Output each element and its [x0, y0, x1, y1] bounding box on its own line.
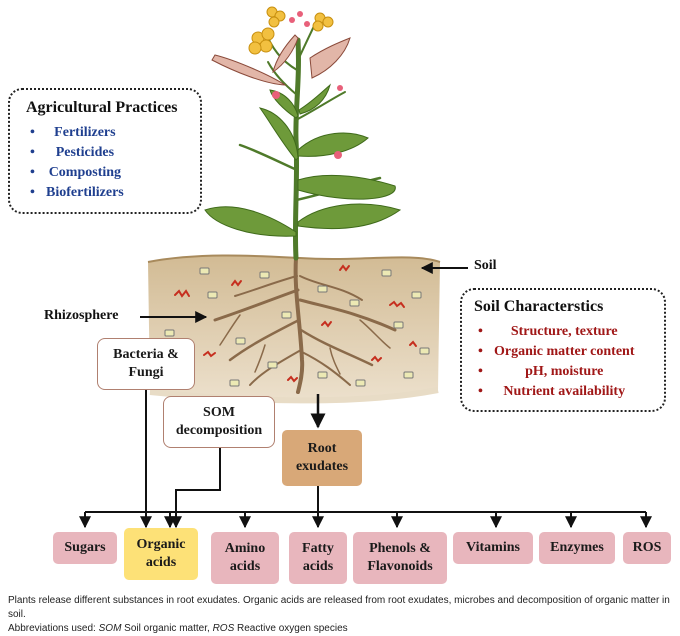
exudate-line-1: Fatty	[302, 541, 334, 556]
bacteria-cells	[164, 267, 430, 387]
exudate-line-1: Organic	[136, 537, 186, 552]
caption-def-ros: Reactive oxygen species	[234, 623, 348, 634]
root-exudates-line-2: exudates	[295, 459, 349, 474]
practice-item: Fertilizers	[26, 123, 124, 143]
bacteria-fungi-line-2: Fungi	[128, 365, 164, 380]
practice-item: Biofertilizers	[26, 183, 124, 203]
soil-characteristic-item: pH, moisture	[474, 362, 634, 382]
exudate-organic-acids: Organic acids	[124, 528, 198, 580]
agricultural-practices-list: Fertilizers Pesticides Composting Biofer…	[26, 123, 124, 203]
som-line-2: decomposition	[175, 423, 263, 438]
figure-caption: Plants release different substances in r…	[8, 594, 672, 636]
soil-label: Soil	[474, 258, 497, 273]
caption-abbr-prefix: Abbreviations used:	[8, 623, 99, 634]
caption-line-2: Abbreviations used: SOM Soil organic mat…	[8, 622, 672, 636]
exudate-amino-acids: Amino acids	[211, 532, 279, 584]
exudate-line-1: Vitamins	[466, 540, 520, 555]
soil-characteristics-list: Structure, texture Organic matter conten…	[474, 322, 634, 402]
soil-characteristic-item: Organic matter content	[474, 342, 634, 362]
rhizosphere-label: Rhizosphere	[44, 308, 119, 323]
bacteria-fungi-box: Bacteria & Fungi	[97, 338, 195, 390]
caption-line-1: Plants release different substances in r…	[8, 595, 670, 620]
exudate-ros: ROS	[623, 532, 671, 564]
caption-def-som: Soil organic matter,	[121, 623, 213, 634]
agricultural-practices-title: Agricultural Practices	[26, 99, 178, 116]
soil-characteristics-panel: Soil Characterstics Structure, texture O…	[460, 288, 666, 412]
exudate-line-2: acids	[229, 559, 261, 574]
practice-item: Pesticides	[26, 143, 124, 163]
caption-abbr-som: SOM	[98, 623, 122, 634]
caption-abbr-ros: ROS	[212, 623, 235, 634]
som-to-organic-acids-line	[170, 448, 221, 529]
agricultural-practices-panel: Agricultural Practices Fertilizers Pesti…	[8, 88, 202, 214]
exudate-line-2: acids	[302, 559, 334, 574]
roots	[213, 256, 397, 394]
exudate-phenols-flavonoids: Phenols & Flavonoids	[353, 532, 447, 584]
exudate-line-1: Sugars	[64, 540, 106, 555]
exudate-fatty-acids: Fatty acids	[289, 532, 347, 584]
root-exudates-box: Root exudates	[282, 430, 362, 486]
microbes	[174, 264, 417, 383]
exudate-sugars: Sugars	[53, 532, 117, 564]
soil-characteristic-item: Structure, texture	[474, 322, 634, 342]
practice-item: Composting	[26, 163, 124, 183]
exudate-enzymes: Enzymes	[539, 532, 615, 564]
exudate-line-1: ROS	[632, 540, 662, 555]
exudate-vitamins: Vitamins	[453, 532, 533, 564]
soil-block	[147, 254, 441, 404]
seed-pods	[211, 34, 351, 86]
flowers	[248, 6, 343, 159]
exudate-line-1: Phenols &	[369, 541, 431, 556]
exudate-line-1: Enzymes	[550, 540, 604, 555]
exudate-line-2: acids	[145, 555, 177, 570]
exudate-distribution-lines	[79, 486, 652, 529]
exudate-line-1: Amino	[224, 541, 266, 556]
exudate-line-2: Flavonoids	[367, 559, 433, 574]
soil-characteristic-item: Nutrient availability	[474, 382, 634, 402]
plant-leaves	[204, 83, 402, 237]
root-exudates-line-1: Root	[307, 441, 337, 456]
som-line-1: SOM	[203, 405, 235, 420]
som-decomposition-box: SOM decomposition	[163, 396, 275, 448]
soil-characteristics-title: Soil Characterstics	[474, 298, 604, 315]
bacteria-fungi-line-1: Bacteria &	[113, 347, 179, 362]
